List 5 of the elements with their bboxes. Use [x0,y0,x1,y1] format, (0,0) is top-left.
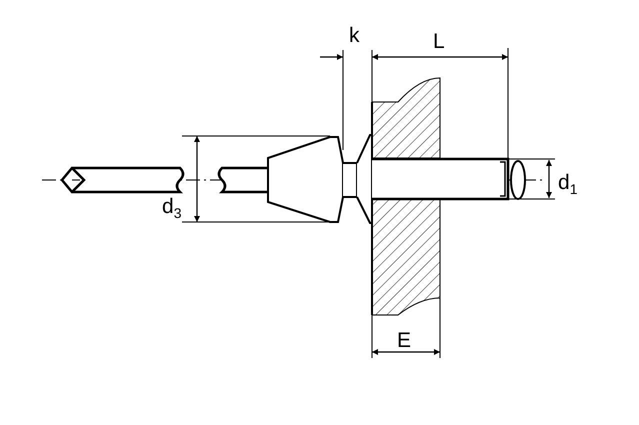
dimension-label: E [397,330,412,351]
dimension-label: d$_{1}$ [558,172,578,196]
dimension-label: k [349,25,360,46]
dimension-label: d$_{3}$ [162,196,182,220]
dimension-label: L [433,31,445,52]
